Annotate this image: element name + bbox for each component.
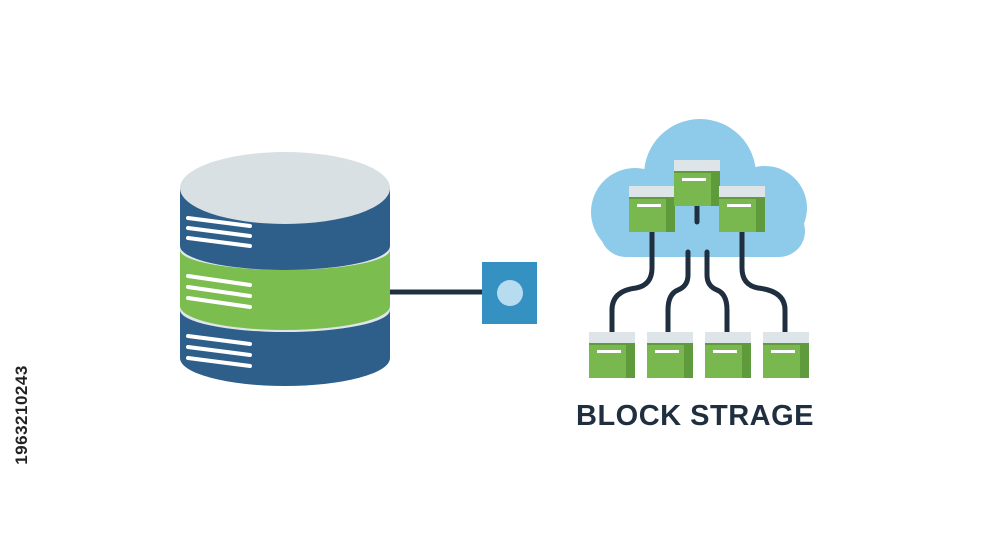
storage-block-icon xyxy=(589,332,635,378)
database-icon xyxy=(180,152,390,386)
storage-block-icon xyxy=(719,186,765,232)
storage-block-icon xyxy=(647,332,693,378)
diagram-caption: BLOCK STRAGE xyxy=(576,400,814,432)
storage-block-icon xyxy=(763,332,809,378)
storage-block-icon xyxy=(629,186,675,232)
storage-block-icon xyxy=(705,332,751,378)
connector-port-icon xyxy=(482,262,537,324)
cable-network xyxy=(609,193,788,335)
storage-block-icon xyxy=(674,160,720,206)
